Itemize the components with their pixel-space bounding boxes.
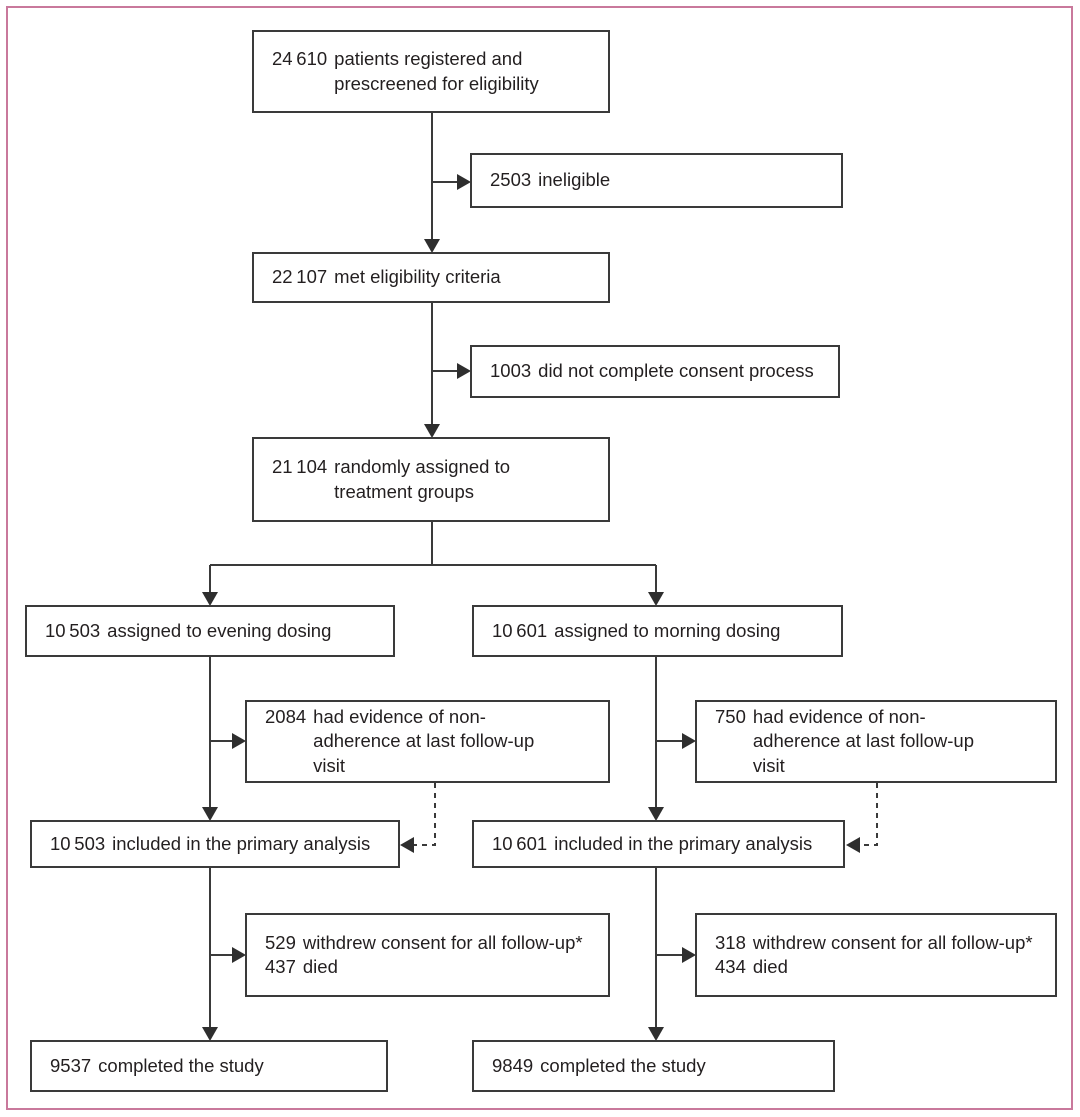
patient-count: 9849 [492,1054,534,1076]
dashed-connectors [414,783,878,846]
box-text: ineligible [538,169,611,191]
patient-count: 2503 [490,169,532,191]
patient-count: 22 107 [272,266,328,288]
patient-count: 434 [715,956,746,977]
withdrew-line: 318 withdrew consent for all follow-up* [715,931,1047,955]
box-text: did not complete consent process [538,360,814,382]
box-registered: 24 610 patients registered and prescreen… [252,30,610,113]
box-evening-assigned-label: 10 503 assigned to evening dosing [45,619,385,643]
patient-count: 10 601 [492,619,548,641]
patient-count: 9537 [50,1054,92,1076]
patient-count: 10 503 [50,832,106,854]
box-text: patients registered and prescreened for … [334,48,539,94]
box-randomized-label: 21 104 randomly assigned to treatment gr… [272,455,600,503]
box-morning-nonadherence-label: 750 had evidence of non-adherence at las… [715,705,1047,777]
box-text: included in the primary analysis [112,832,371,854]
box-eligible: 22 107 met eligibility criteria [252,252,610,303]
withdrew-line: 529 withdrew consent for all follow-up* [265,931,600,955]
box-eligible-label: 22 107 met eligibility criteria [272,265,600,289]
patient-count: 529 [265,931,296,953]
box-ineligible-label: 2503 ineligible [490,168,833,192]
box-text: assigned to morning dosing [554,619,781,641]
box-evening-completed: 9537 completed the study [30,1040,388,1092]
arrowheads [202,174,860,1041]
box-text: died [752,956,788,977]
patient-count: 318 [715,931,746,953]
box-text: had evidence of non-adherence at last fo… [752,706,974,776]
box-text: met eligibility criteria [334,266,501,288]
box-evening-nonadherence: 2084 had evidence of non-adherence at la… [245,700,610,783]
box-morning-completed-label: 9849 completed the study [492,1054,825,1078]
patient-count: 24 610 [272,48,328,70]
box-evening-assigned: 10 503 assigned to evening dosing [25,605,395,657]
box-text: had evidence of non-adherence at last fo… [313,706,535,776]
box-evening-completed-label: 9537 completed the study [50,1054,378,1078]
box-evening-nonadherence-label: 2084 had evidence of non-adherence at la… [265,705,600,777]
box-randomized: 21 104 randomly assigned to treatment gr… [252,437,610,522]
box-text: withdrew consent for all follow-up* [752,931,1033,953]
box-text: completed the study [98,1054,264,1076]
patient-count: 10 503 [45,619,101,641]
patient-count: 10 601 [492,832,548,854]
box-morning-nonadherence: 750 had evidence of non-adherence at las… [695,700,1057,783]
box-text: included in the primary analysis [554,832,813,854]
died-line: 434 died [715,955,1047,979]
patient-count: 437 [265,956,296,977]
died-line: 437 died [265,955,600,979]
patient-count: 750 [715,706,746,728]
box-registered-label: 24 610 patients registered and prescreen… [272,47,600,95]
box-text: withdrew consent for all follow-up* [302,931,583,953]
box-morning-primary-analysis-label: 10 601 included in the primary analysis [492,832,835,856]
box-text: assigned to evening dosing [107,619,332,641]
box-evening-primary-analysis-label: 10 503 included in the primary analysis [50,832,390,856]
box-text: randomly assigned to treatment groups [334,456,511,502]
box-morning-assigned-label: 10 601 assigned to morning dosing [492,619,833,643]
box-morning-completed: 9849 completed the study [472,1040,835,1092]
box-evening-withdrew: 529 withdrew consent for all follow-up* … [245,913,610,997]
box-text: completed the study [540,1054,706,1076]
box-ineligible: 2503 ineligible [470,153,843,208]
box-evening-primary-analysis: 10 503 included in the primary analysis [30,820,400,868]
box-no-consent: 1003 did not complete consent process [470,345,840,398]
box-morning-withdrew: 318 withdrew consent for all follow-up* … [695,913,1057,997]
patient-count: 2084 [265,706,307,728]
patient-count: 21 104 [272,456,328,478]
box-morning-primary-analysis: 10 601 included in the primary analysis [472,820,845,868]
box-morning-assigned: 10 601 assigned to morning dosing [472,605,843,657]
box-text: died [302,956,338,977]
solid-connectors [209,113,684,1028]
patient-count: 1003 [490,360,532,382]
box-no-consent-label: 1003 did not complete consent process [490,359,830,383]
